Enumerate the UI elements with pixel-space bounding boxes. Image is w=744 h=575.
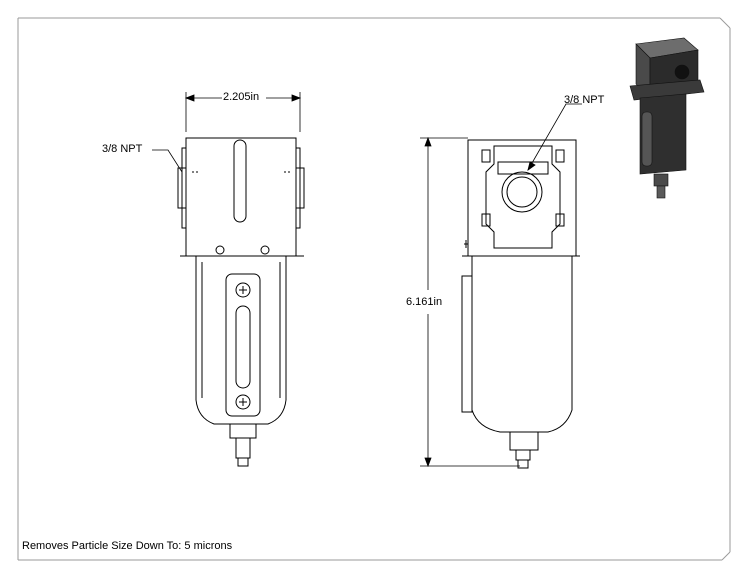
side-port-label: 3/8 NPT (564, 94, 605, 106)
front-port-leader (152, 149, 183, 173)
front-port-label: 3/8 NPT (102, 143, 143, 155)
isometric-render (629, 37, 705, 199)
footer-note: Removes Particle Size Down To: 5 microns (22, 540, 233, 552)
width-dimension-label: 2.205in (223, 91, 260, 103)
height-dimension-line (420, 136, 520, 468)
side-port-leader (527, 103, 582, 171)
side-view (461, 139, 580, 469)
drawing-frame (17, 17, 731, 561)
width-dimension-line (184, 92, 302, 132)
height-dimension-label: 6.161in (406, 296, 443, 308)
front-view (177, 137, 305, 467)
